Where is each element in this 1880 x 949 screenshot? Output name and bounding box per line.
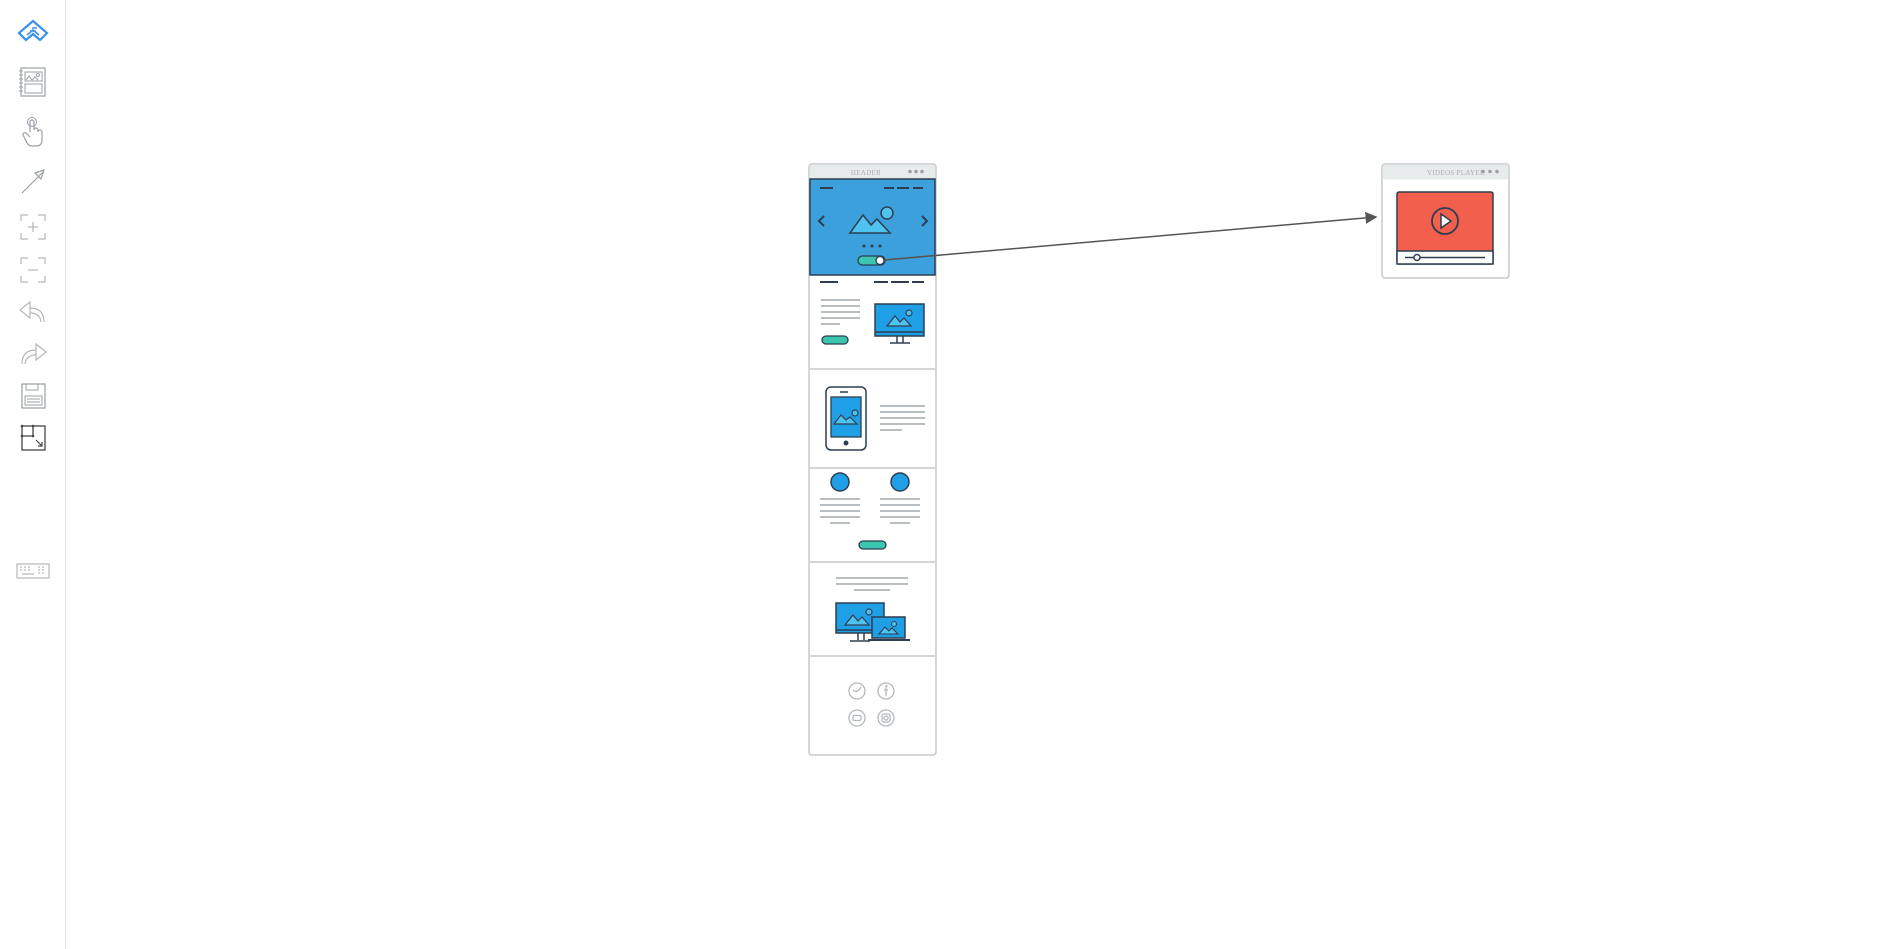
window-dots-icon [908, 169, 924, 174]
undo-button[interactable] [13, 294, 53, 330]
feature-section-desktop [810, 281, 935, 370]
hero-section [809, 178, 936, 276]
design-canvas[interactable]: HEADER [66, 0, 1880, 949]
twitter-icon [848, 682, 866, 700]
zoom-out-icon [20, 257, 46, 283]
arrow-icon [21, 169, 45, 194]
window-dots-icon [1481, 169, 1499, 174]
keyboard-shortcuts-button[interactable] [13, 552, 53, 588]
undo-icon [19, 300, 45, 323]
link-button[interactable] [13, 163, 53, 199]
templates-button[interactable] [13, 64, 53, 100]
screen-title: VIDEOS PLAYER [1427, 169, 1485, 177]
feature-columns-section [810, 472, 935, 563]
responsive-devices-section [810, 577, 935, 657]
screen-link-arrow[interactable] [883, 211, 1378, 261]
main-screen[interactable]: HEADER [808, 163, 937, 756]
image-icon [848, 213, 892, 234]
carousel-arrows-icon [817, 215, 929, 227]
video-progress-handle [1413, 253, 1421, 262]
facebook-icon [877, 682, 895, 700]
youtube-icon [848, 709, 866, 727]
zoom-out-button[interactable] [13, 252, 53, 288]
hero-cta-button[interactable] [857, 255, 886, 266]
templates-icon [19, 67, 46, 97]
feature-section-mobile [810, 386, 935, 469]
redo-icon [21, 342, 47, 365]
toolbar-sidebar [0, 0, 66, 949]
screen-header-bar [809, 164, 936, 180]
redo-button[interactable] [13, 336, 53, 372]
logo-button[interactable] [13, 15, 53, 51]
save-icon [21, 383, 46, 409]
save-button[interactable] [13, 378, 53, 414]
keyboard-icon [16, 563, 50, 579]
resize-icon [20, 424, 46, 451]
footer-social-section [848, 682, 895, 727]
zoom-in-button[interactable] [13, 209, 53, 245]
screen-title: HEADER [851, 169, 881, 177]
interaction-button[interactable] [13, 114, 53, 150]
zoom-in-icon [20, 214, 46, 240]
resize-button[interactable] [13, 420, 53, 456]
instagram-icon [877, 709, 895, 727]
hand-pointer-icon [22, 117, 43, 147]
logo-icon [17, 19, 49, 42]
video-player-screen[interactable]: VIDEOS PLAYER [1381, 163, 1510, 279]
play-icon [1431, 207, 1459, 235]
